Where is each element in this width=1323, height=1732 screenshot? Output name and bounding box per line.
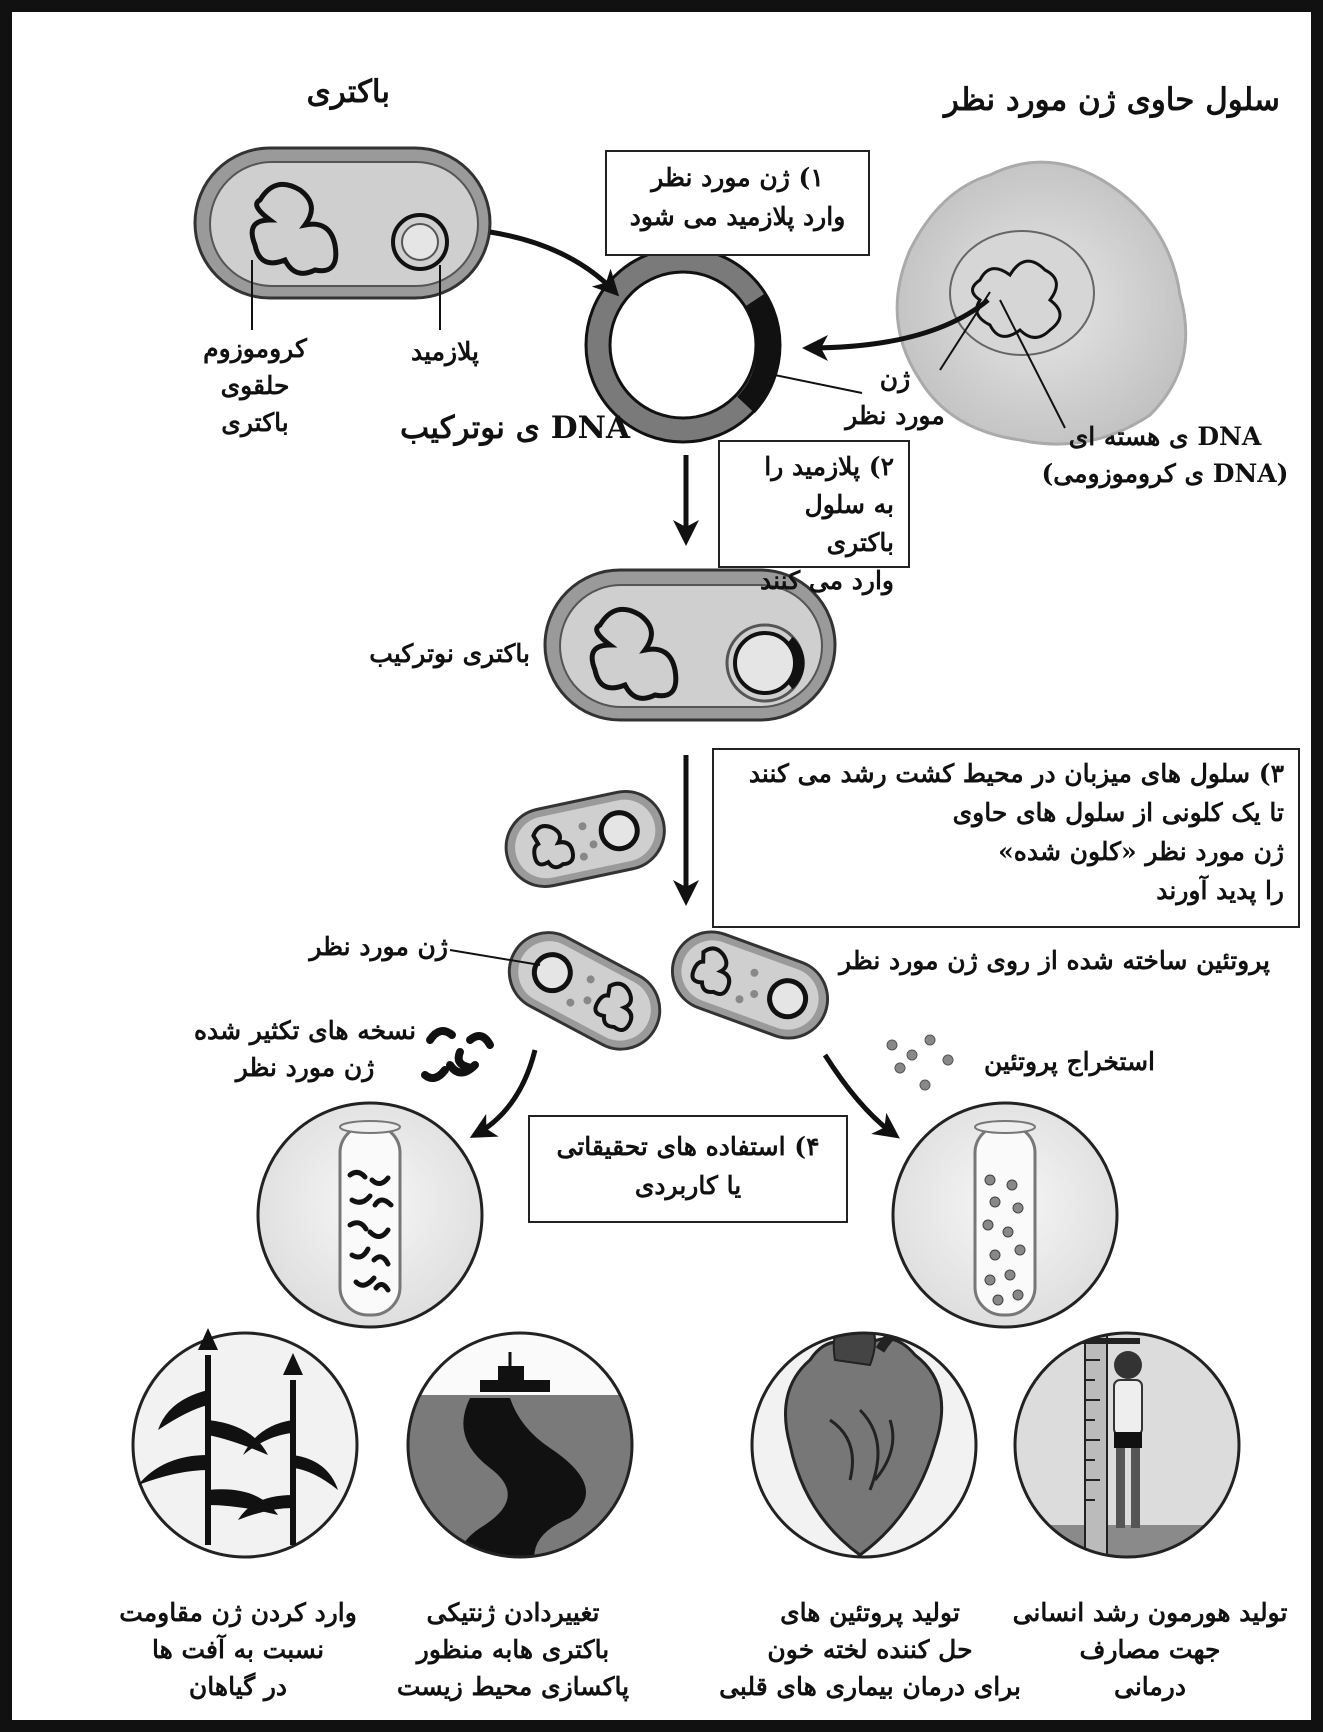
- source-cell-title: سلول حاوی ژن مورد نظر: [920, 82, 1280, 119]
- child-height-image: [1015, 1333, 1245, 1565]
- nuclear-dna-label: DNA ی هسته ای (DNA ی کروموزومی): [1030, 418, 1300, 492]
- oil-spill-image: [400, 1333, 640, 1578]
- arrow-to-gene-tube: [475, 1050, 535, 1135]
- cleanup-bacteria-caption: تغییردادن ژنتیکی باکتری هابه منظور پاکسا…: [378, 1594, 648, 1705]
- circular-chromosome-label: کروموزوم حلقوی باکتری: [165, 330, 345, 441]
- bacterium-title: باکتری: [240, 74, 390, 111]
- step1-box: ۱) ژن مورد نظر وارد پلازمید می شود: [605, 150, 870, 256]
- gene-of-interest-clone-label: ژن مورد نظر: [298, 928, 448, 965]
- step2-box: ۲) پلازمید را به سلول باکتری وارد می کنن…: [718, 440, 910, 568]
- arrow-plasmid-to-ring: [490, 232, 615, 292]
- corn-plants-image: [133, 1328, 357, 1557]
- plasmid-label: پلازمید: [390, 333, 500, 370]
- clone-bacterium-1: [499, 784, 672, 894]
- protein-extraction-label: استخراج پروتئین: [955, 1043, 1155, 1080]
- pest-resistance-caption: وارد کردن ژن مقاومت نسبت به آفت ها در گی…: [108, 1594, 368, 1705]
- gene-of-interest-label: ژن مورد نظر: [845, 360, 945, 434]
- protein-from-gene-label: پروتئین ساخته شده از روی ژن مورد نظر: [830, 942, 1270, 979]
- clot-dissolving-caption: تولید پروتئین های حل کننده لخته خون برای…: [700, 1594, 1040, 1705]
- recombinant-bacterium-label: باکتری نوترکیب: [330, 635, 530, 672]
- gene-copies-label: نسخه های تکثیر شده ژن مورد نظر: [175, 1012, 435, 1086]
- protein-dots: [887, 1035, 953, 1090]
- clone-bacterium-3: [496, 919, 674, 1063]
- growth-hormone-caption: تولید هورمون رشد انسانی جهت مصارف درمانی: [1010, 1594, 1290, 1705]
- step3-box: ۳) سلول های میزبان در محیط کشت رشد می کن…: [712, 748, 1300, 928]
- recombinant-dna-label: DNA ی نوترکیب: [390, 410, 630, 447]
- clone-bacterium-4: [661, 921, 838, 1049]
- gene-copies-tube: [258, 1103, 482, 1327]
- protein-tube: [893, 1103, 1117, 1327]
- bacterium-cell: [195, 148, 490, 330]
- step4-box: ۴) استفاده های تحقیقاتی یا کاربردی: [528, 1115, 848, 1223]
- heart-image: [752, 1320, 976, 1557]
